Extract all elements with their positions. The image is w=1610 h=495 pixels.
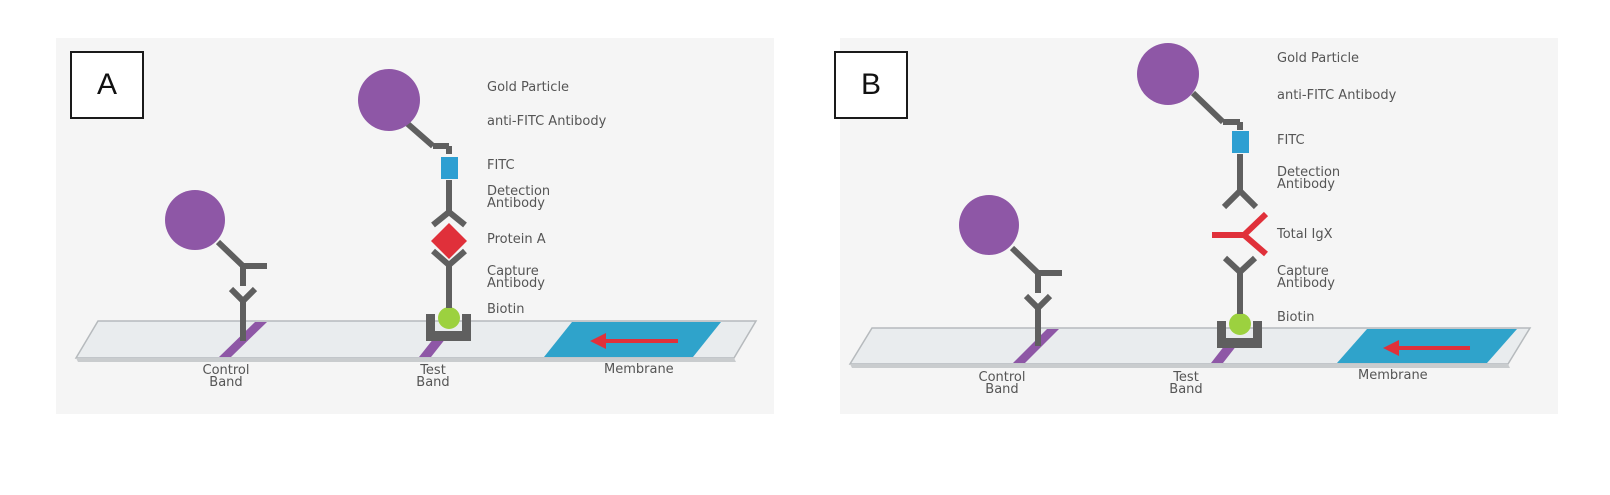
label-biotin: Biotin	[1277, 310, 1315, 325]
panel-b: B Gold Particle anti-FITC Antibody FITC …	[834, 38, 1558, 414]
biotin-sphere	[438, 307, 460, 329]
panel-b-illustration	[848, 43, 1532, 368]
panel-a-illustration	[74, 69, 758, 362]
label-gold-particle: Gold Particle	[487, 80, 570, 95]
test-band	[419, 338, 446, 357]
label-capture-antibody: Capture Antibody	[487, 264, 545, 291]
flow-arrow-head	[590, 333, 606, 349]
strip-edge	[76, 358, 736, 362]
label-protein-a: Protein A	[487, 232, 546, 247]
control-complex	[1009, 245, 1062, 346]
panel-label-a: A	[70, 51, 144, 119]
protein-a-diamond	[431, 223, 467, 259]
test-gold-particle	[358, 69, 420, 131]
label-fitc: FITC	[1277, 133, 1305, 148]
label-gold-particle: Gold Particle	[1277, 51, 1360, 66]
fitc-square	[1232, 131, 1249, 153]
fitc-square	[441, 157, 458, 179]
control-gold-particle	[165, 190, 225, 250]
label-control-band: Control Band	[202, 363, 250, 390]
label-control-band: Control Band	[978, 370, 1026, 397]
control-complex	[215, 239, 267, 341]
total-igx-antibody	[1212, 211, 1269, 257]
label-anti-fitc-antibody: anti-FITC Antibody	[1277, 88, 1397, 103]
control-gold-particle	[959, 195, 1019, 255]
flow-arrow-head	[1383, 340, 1399, 356]
strip-edge	[850, 364, 1510, 368]
label-test-band: Test Band	[416, 363, 450, 390]
test-complex	[358, 69, 471, 341]
panel-a: A Gold Particle anti-FITC Antibody FITC …	[56, 38, 774, 414]
label-membrane: Membrane	[1358, 368, 1428, 383]
test-complex	[1137, 43, 1269, 348]
label-biotin: Biotin	[487, 302, 525, 317]
label-capture-antibody: Capture Antibody	[1277, 264, 1335, 291]
test-band	[1211, 345, 1237, 363]
biotin-sphere	[1229, 313, 1251, 335]
label-total-igx: Total IgX	[1277, 227, 1333, 242]
label-fitc: FITC	[487, 158, 515, 173]
panel-label-b: B	[834, 51, 908, 119]
test-gold-particle	[1137, 43, 1199, 105]
label-membrane: Membrane	[604, 362, 674, 377]
label-test-band: Test Band	[1169, 370, 1203, 397]
label-detection-antibody: Detection Antibody	[1277, 165, 1341, 192]
label-detection-antibody: Detection Antibody	[487, 184, 551, 211]
label-anti-fitc-antibody: anti-FITC Antibody	[487, 114, 607, 129]
